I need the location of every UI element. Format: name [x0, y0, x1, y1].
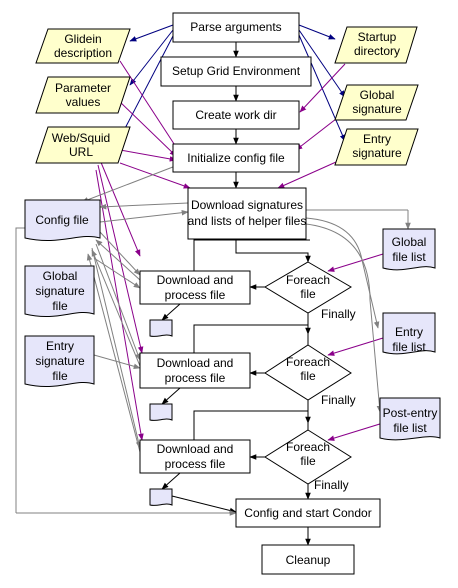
- svg-text:process file: process file: [165, 457, 226, 471]
- step-download-process-file-3: Download and process file: [139, 439, 251, 474]
- decision-foreach-file-1: Foreach file: [264, 261, 352, 314]
- input-parameter-values: Parameter values: [35, 76, 131, 114]
- svg-text:Config and start Condor: Config and start Condor: [244, 506, 371, 520]
- svg-text:signature: signature: [35, 354, 85, 368]
- decision-foreach-file-3: Foreach file: [264, 429, 352, 485]
- svg-text:signature: signature: [352, 102, 402, 116]
- step-create-work-dir: Create work dir: [172, 100, 300, 130]
- svg-text:Entry: Entry: [363, 132, 391, 146]
- svg-text:Create work dir: Create work dir: [195, 108, 276, 122]
- svg-text:file: file: [300, 287, 316, 301]
- connectors: [15, 24, 411, 546]
- svg-text:Setup Grid Environment: Setup Grid Environment: [172, 64, 301, 78]
- svg-text:Parse arguments: Parse arguments: [190, 20, 281, 34]
- svg-text:Web/Squid: Web/Squid: [52, 131, 110, 145]
- step-initialize-config-file: Initialize config file: [172, 143, 300, 173]
- doc-global-file-list: Global file list: [382, 228, 436, 271]
- decision-foreach-file-2: Foreach file: [264, 344, 352, 401]
- svg-text:Foreach: Foreach: [286, 440, 330, 454]
- doc-entry-signature-file: Entry signature file: [24, 335, 95, 388]
- svg-text:Download and: Download and: [157, 273, 234, 287]
- svg-text:Download and: Download and: [157, 442, 234, 456]
- doc-entry-file-list: Entry file list: [382, 312, 436, 355]
- svg-text:Download signatures: Download signatures: [191, 198, 303, 212]
- step-download-process-file-2: Download and process file: [139, 352, 251, 389]
- svg-text:directory: directory: [354, 44, 400, 58]
- label-finally-3: Finally: [314, 478, 349, 492]
- svg-text:Post-entry: Post-entry: [383, 406, 438, 420]
- svg-text:Parameter: Parameter: [55, 81, 111, 95]
- step-config-start-condor: Config and start Condor: [235, 498, 381, 528]
- svg-text:Foreach: Foreach: [286, 273, 330, 287]
- svg-text:values: values: [66, 95, 101, 109]
- svg-text:Cleanup: Cleanup: [286, 553, 331, 567]
- input-glidein-description: Glidein description: [35, 28, 131, 64]
- svg-text:Download and: Download and: [157, 356, 234, 370]
- svg-text:Entry: Entry: [46, 339, 74, 353]
- svg-text:process file: process file: [165, 371, 226, 385]
- svg-text:Global: Global: [43, 269, 78, 283]
- step-parse-arguments: Parse arguments: [172, 12, 300, 43]
- step-cleanup: Cleanup: [261, 544, 355, 575]
- svg-text:process file: process file: [165, 288, 226, 302]
- doc-small-output-1: [149, 319, 173, 337]
- svg-text:and lists of helper files: and lists of helper files: [188, 214, 307, 228]
- svg-text:file: file: [300, 454, 316, 468]
- doc-config-file: Config file: [24, 199, 101, 241]
- input-startup-directory: Startup directory: [334, 26, 418, 64]
- doc-global-signature-file: Global signature file: [24, 265, 95, 318]
- svg-text:Global: Global: [392, 235, 427, 249]
- svg-text:Initialize config file: Initialize config file: [187, 151, 285, 165]
- doc-small-output-2: [149, 403, 173, 421]
- svg-text:URL: URL: [69, 145, 93, 159]
- svg-text:description: description: [54, 46, 112, 60]
- svg-text:Config file: Config file: [35, 213, 89, 227]
- svg-text:file: file: [52, 369, 68, 383]
- doc-post-entry-file-list: Post-entry file list: [379, 397, 441, 441]
- svg-text:signature: signature: [35, 284, 85, 298]
- svg-text:signature: signature: [352, 146, 402, 160]
- svg-text:file: file: [52, 299, 68, 313]
- svg-text:Glidein: Glidein: [64, 32, 101, 46]
- svg-text:file list: file list: [392, 340, 426, 354]
- svg-text:Startup: Startup: [358, 30, 397, 44]
- label-finally-2: Finally: [321, 393, 356, 407]
- doc-small-output-3: [149, 488, 173, 506]
- step-download-signatures: Download signatures and lists of helper …: [187, 187, 307, 240]
- input-global-signature: Global signature: [334, 84, 419, 121]
- label-finally-1: Finally: [321, 307, 356, 321]
- svg-text:file: file: [300, 369, 316, 383]
- svg-text:file list: file list: [393, 421, 427, 435]
- svg-text:Foreach: Foreach: [286, 355, 330, 369]
- step-setup-grid-environment: Setup Grid Environment: [160, 56, 312, 87]
- svg-text:file list: file list: [392, 250, 426, 264]
- input-web-squid-url: Web/Squid URL: [35, 126, 131, 164]
- input-entry-signature: Entry signature: [334, 128, 419, 166]
- step-download-process-file-1: Download and process file: [139, 270, 251, 305]
- svg-text:Global: Global: [360, 88, 395, 102]
- svg-text:Entry: Entry: [395, 325, 423, 339]
